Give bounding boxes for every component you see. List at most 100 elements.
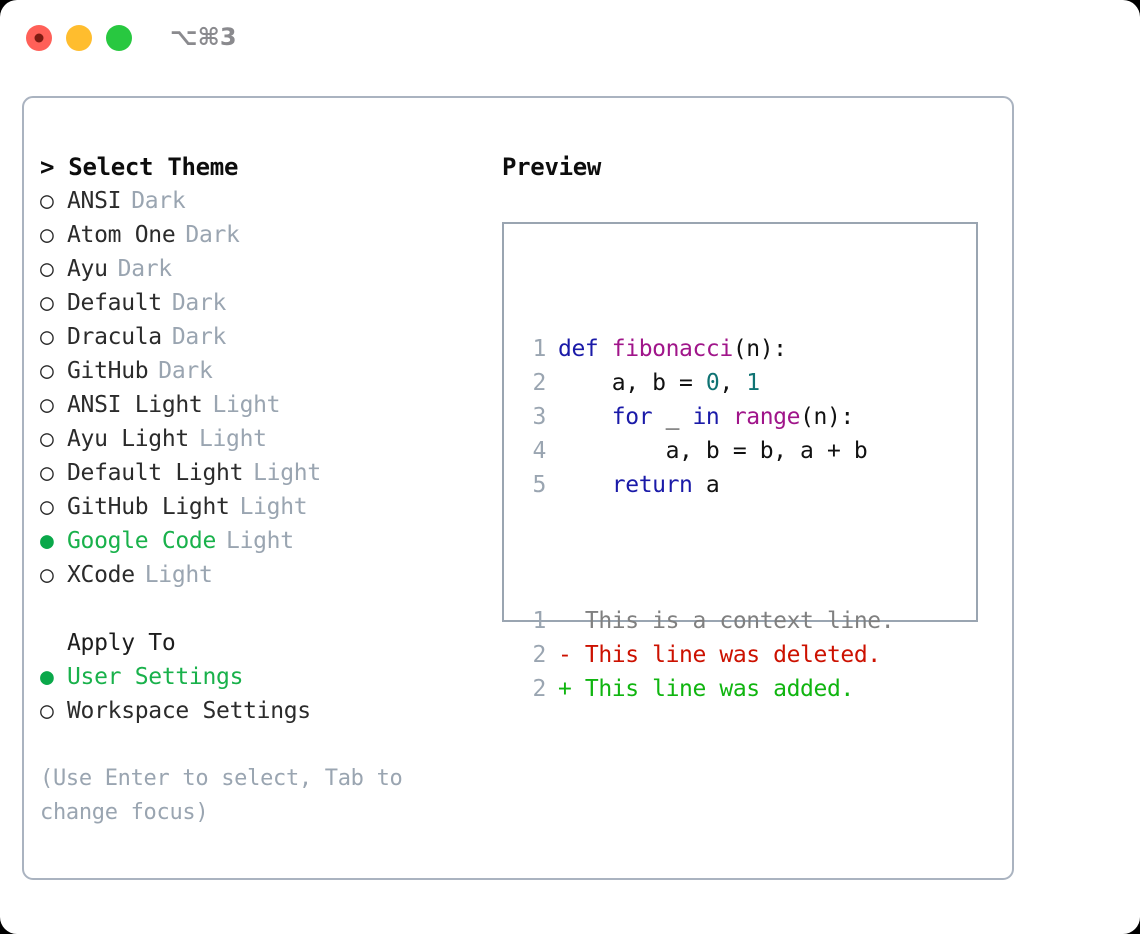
radio-unselected-icon: ○ (40, 358, 54, 384)
theme-option-label: Ayu (67, 256, 108, 282)
radio-selected-icon: ● (40, 528, 54, 554)
radio-unselected-icon: ○ (40, 392, 54, 418)
theme-option-label: Google Code (67, 528, 217, 554)
theme-option-6[interactable]: ○ ANSI Light Light (40, 388, 490, 422)
line-number: 4 (532, 438, 547, 464)
code-token: a, b = b, a + b (558, 438, 868, 464)
theme-option-variant-tag: Dark (117, 256, 173, 282)
radio-unselected-icon: ○ (40, 698, 54, 724)
code-token (558, 404, 612, 430)
theme-option-variant-tag: Light (144, 562, 213, 588)
apply-to-option-label: User Settings (67, 664, 244, 690)
theme-option-label: Default (67, 290, 162, 316)
theme-option-label: Dracula (67, 324, 162, 350)
theme-option-variant-tag: Light (253, 460, 321, 486)
radio-unselected-icon: ○ (40, 256, 54, 282)
code-line: 3 for _ in range(n): (520, 400, 894, 434)
apply-to-option-list[interactable]: ● User Settings ○ Workspace Settings (40, 660, 490, 728)
diff-line-text: - This line was deleted. (558, 642, 881, 668)
theme-option-variant-tag: Dark (158, 358, 213, 384)
theme-option-label: GitHub Light (67, 494, 230, 520)
apply-to-option-0[interactable]: ● User Settings (40, 660, 490, 694)
theme-option-1[interactable]: ○ Atom One Dark (40, 218, 490, 252)
theme-option-7[interactable]: ○ Ayu Light Light (40, 422, 490, 456)
code-token: a (692, 472, 720, 498)
code-token: _ (652, 404, 693, 430)
theme-option-label: ANSI (67, 188, 122, 214)
code-token: def (558, 336, 612, 362)
code-token: return (611, 472, 693, 498)
diff-lines: 1 This is a context line. 2 - This line wa… (520, 604, 895, 706)
theme-option-variant-tag: Dark (185, 222, 240, 248)
theme-option-label: Default Light (67, 460, 244, 486)
theme-option-9[interactable]: ○ GitHub Light Light (40, 490, 490, 524)
theme-option-10[interactable]: ● Google Code Light (40, 524, 490, 558)
keyboard-shortcut-label: ⌥⌘3 (170, 23, 237, 51)
theme-option-5[interactable]: ○ GitHub Dark (40, 354, 490, 388)
code-token (719, 404, 732, 430)
theme-option-label: ANSI Light (67, 392, 203, 418)
line-number: 1 (532, 336, 547, 362)
apply-to-heading: Apply To (67, 630, 176, 656)
code-line: 5 return a (520, 468, 894, 502)
diff-line-add: 2 + This line was added. (520, 672, 894, 706)
theme-option-label: Ayu Light (67, 426, 189, 452)
theme-option-variant-tag: Light (239, 494, 308, 520)
keyboard-hint-text: (Use Enter to select, Tab to change focu… (40, 766, 403, 825)
code-token: for (611, 404, 653, 430)
theme-option-8[interactable]: ○ Default Light Light (40, 456, 490, 490)
theme-option-variant-tag: Light (226, 528, 294, 554)
radio-unselected-icon: ○ (40, 222, 54, 248)
theme-option-0[interactable]: ○ ANSI Dark (40, 184, 490, 218)
close-window-icon[interactable] (26, 25, 52, 51)
code-token: a, b = (558, 370, 706, 396)
code-token: range (732, 404, 801, 430)
code-line: 2 a, b = 0, 1 (520, 366, 894, 400)
code-line: 4 a, b = b, a + b (520, 434, 894, 468)
diff-line-text: This is a context line. (558, 608, 895, 634)
code-token: 1 (746, 370, 760, 396)
title-bar: ⌥⌘3 (0, 0, 1140, 78)
code-token: 0 (705, 370, 720, 396)
diff-line-number: 2 (532, 642, 547, 668)
code-token: in (692, 404, 720, 430)
maximize-window-icon[interactable] (106, 25, 132, 51)
minimize-window-icon[interactable] (66, 25, 92, 51)
theme-option-variant-tag: Dark (171, 290, 227, 316)
radio-selected-icon: ● (40, 664, 54, 690)
diff-line-number: 1 (532, 608, 547, 634)
code-token: (n): (732, 336, 787, 362)
theme-option-label: Atom One (67, 222, 176, 248)
theme-option-variant-tag: Light (198, 426, 267, 452)
radio-unselected-icon: ○ (40, 188, 54, 214)
diff-line-text: + This line was added. (558, 676, 854, 702)
radio-unselected-icon: ○ (40, 494, 54, 520)
diff-line-del: 2 - This line was deleted. (520, 638, 894, 672)
theme-option-variant-tag: Light (212, 392, 281, 418)
select-theme-heading: > Select Theme (40, 153, 239, 181)
diff-line-number: 2 (532, 676, 547, 702)
code-token: fibonacci (611, 336, 733, 362)
theme-option-variant-tag: Dark (131, 188, 186, 214)
apply-to-option-1[interactable]: ○ Workspace Settings (40, 694, 490, 728)
theme-option-2[interactable]: ○ Ayu Dark (40, 252, 490, 286)
radio-unselected-icon: ○ (40, 426, 54, 452)
theme-option-label: GitHub (67, 358, 149, 384)
line-number: 2 (532, 370, 547, 396)
traffic-lights (26, 25, 132, 51)
theme-option-11[interactable]: ○ XCode Light (40, 558, 490, 592)
radio-unselected-icon: ○ (40, 562, 54, 588)
apply-to-option-label: Workspace Settings (67, 698, 311, 724)
radio-unselected-icon: ○ (40, 460, 54, 486)
code-line: 1 def fibonacci(n): (520, 332, 894, 366)
theme-option-label: XCode (67, 562, 135, 588)
